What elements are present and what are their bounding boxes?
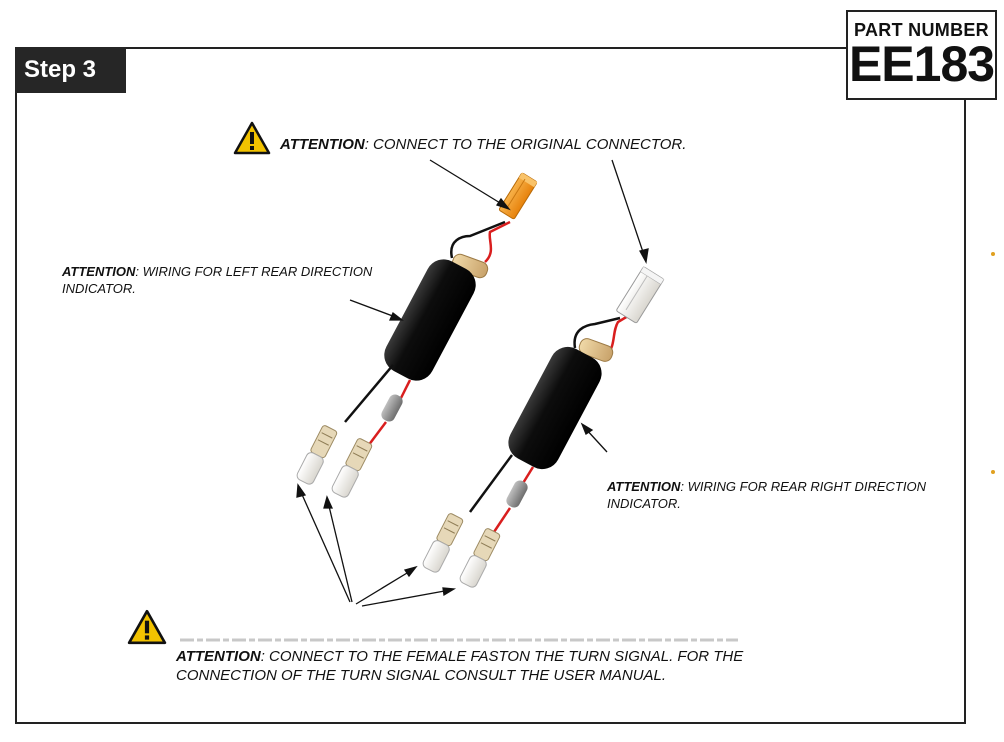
left-harness [296, 172, 538, 498]
left-wiring-text: : WIRING FOR LEFT REAR DIRECTION INDICAT… [62, 264, 373, 296]
left-faston-terminal-2 [331, 438, 373, 498]
right-wiring-text: : WIRING FOR REAR RIGHT DIRECTION INDICA… [607, 479, 926, 511]
left-orange-connector [498, 172, 538, 220]
warning-triangle-icon [127, 609, 167, 645]
margin-dot [991, 470, 995, 474]
right-white-connector [616, 266, 665, 324]
margin-dot [991, 252, 995, 256]
right-resistor [578, 338, 614, 362]
step-frame [15, 47, 966, 724]
attention-label: ATTENTION [607, 479, 681, 494]
left-faston-terminal-1 [296, 425, 338, 485]
part-number-box: PART NUMBER EE183 [846, 10, 997, 100]
attention-label: ATTENTION [176, 648, 261, 665]
right-faston-terminal-2 [459, 528, 501, 588]
right-cylinder [508, 346, 602, 470]
connector-attention-text: : CONNECT TO THE ORIGINAL CONNECTOR. [364, 136, 687, 153]
left-cylinder [384, 259, 476, 381]
right-grey-joint [506, 480, 528, 508]
left-grey-joint [381, 394, 403, 422]
part-number-value: EE183 [848, 36, 995, 92]
faston-attention-note: ATTENTION: CONNECT TO THE FEMALE FASTON … [176, 647, 816, 685]
step-label: Step 3 [15, 47, 126, 93]
right-harness [422, 266, 665, 588]
left-wiring-note: ATTENTION: WIRING FOR LEFT REAR DIRECTIO… [62, 263, 412, 297]
part-number-title: PART NUMBER [854, 20, 989, 40]
attention-label: ATTENTION [62, 264, 136, 279]
callout-arrows [296, 159, 649, 607]
right-faston-terminal-1 [422, 513, 464, 573]
faston-attention-text: : CONNECT TO THE FEMALE FASTON THE TURN … [176, 648, 744, 684]
right-wiring-note: ATTENTION: WIRING FOR REAR RIGHT DIRECTI… [607, 478, 967, 512]
connector-attention-note: ATTENTION: CONNECT TO THE ORIGINAL CONNE… [280, 136, 686, 153]
attention-label: ATTENTION [280, 136, 365, 153]
warning-triangle-icon [233, 121, 271, 155]
